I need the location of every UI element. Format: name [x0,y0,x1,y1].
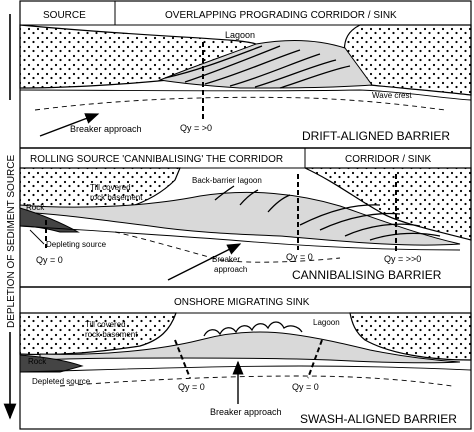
lagoon-label: Lagoon [225,30,255,40]
qy-label-2b: Qy = 0 [286,252,313,262]
till-label-2: Till covered rock basement [90,183,143,202]
beach-ridge-3 [204,49,301,85]
qy-divider-3b [307,339,323,379]
shoreline-3 [19,365,472,373]
depleting-source-label: Depleting source [46,240,107,249]
beach-ridge-2 [184,45,281,83]
ridge-2-1 [214,185,235,201]
qy-label-3b: Qy = 0 [292,382,319,392]
rock-label-3: Rock [28,357,47,366]
breaker-approach-label-1: Breaker approach [70,124,142,134]
panel-cannibalising: ROLLING SOURCE 'CANNIBALISING' THE CORRI… [19,148,472,282]
shoreline-2 [19,225,461,251]
wave-crest-3 [59,375,453,387]
shoreline-1 [19,89,472,101]
lagoon-label-3: Lagoon [313,318,340,327]
qy-label-3a: Qy = 0 [178,382,205,392]
panel-title-cannibalising: CANNIBALISING BARRIER [292,268,442,282]
wave-crest-line [34,96,446,111]
rock-label-2: Rock [26,203,45,212]
qy-label-2c: Qy = >>0 [384,254,421,264]
side-axis-label: DEPLETION OF SEDIMENT SOURCE [6,154,17,328]
till-basement-right-3 [349,312,472,361]
sediment-sink-right-2 [304,167,472,241]
header-overlapping-corridor: OVERLAPPING PROGRADING CORRIDOR / SINK [165,10,397,21]
swash-barrier [39,331,461,364]
breaker-arrow-2 [167,243,242,281]
prograding-barrier [158,40,373,89]
breaker-approach-label-3: Breaker approach [210,407,282,417]
ridge-2-4 [299,204,381,226]
ridge-2-7 [369,232,441,241]
beach-ridge-6 [279,65,351,89]
till-label-3: Till covered rock basement [85,320,138,339]
depletion-axis: DEPLETION OF SEDIMENT SOURCE [3,14,17,420]
back-barrier-lagoon-label: Back-barrier lagoon [192,176,262,185]
panel-title-swash-aligned: SWASH-ALIGNED BARRIER [300,412,457,426]
depleted-source-label: Depleted source [32,377,91,386]
panel-swash-aligned: ONSHORE MIGRATING SINK Lagoon Till cover… [19,297,472,426]
ridge-2-3 [267,194,291,213]
header-source: SOURCE [43,10,86,21]
ridge-2-2 [239,189,259,206]
beach-ridge-1 [164,45,263,79]
ridge-2-5 [319,212,401,231]
wave-crest-label: Wave crest [372,91,412,100]
panel-title-drift-aligned: DRIFT-ALIGNED BARRIER [302,129,450,143]
wave-crest-2 [114,231,341,263]
qy-divider-3a [174,339,191,379]
header-rolling-source: ROLLING SOURCE 'CANNIBALISING' THE CORRI… [30,154,283,165]
breaker-approach-label-2: Breaker approach [212,255,247,274]
breaker-arrow-1 [39,113,100,137]
overwash-crest [203,321,303,337]
qy-label-1: Qy = >0 [180,123,212,133]
header-onshore-migrating-sink: ONSHORE MIGRATING SINK [174,297,310,308]
qy-label-2a: Qy = 0 [36,255,63,265]
depleting-pointer [29,229,45,245]
beach-ridge-5 [254,59,337,88]
ridge-2-6 [344,223,421,237]
cannibalising-barrier [19,191,461,246]
panel-drift-aligned: SOURCE OVERLAPPING PROGRADING CORRIDOR /… [19,1,472,143]
beach-ridge-4 [229,53,321,87]
header-corridor-sink: CORRIDOR / SINK [345,154,431,165]
